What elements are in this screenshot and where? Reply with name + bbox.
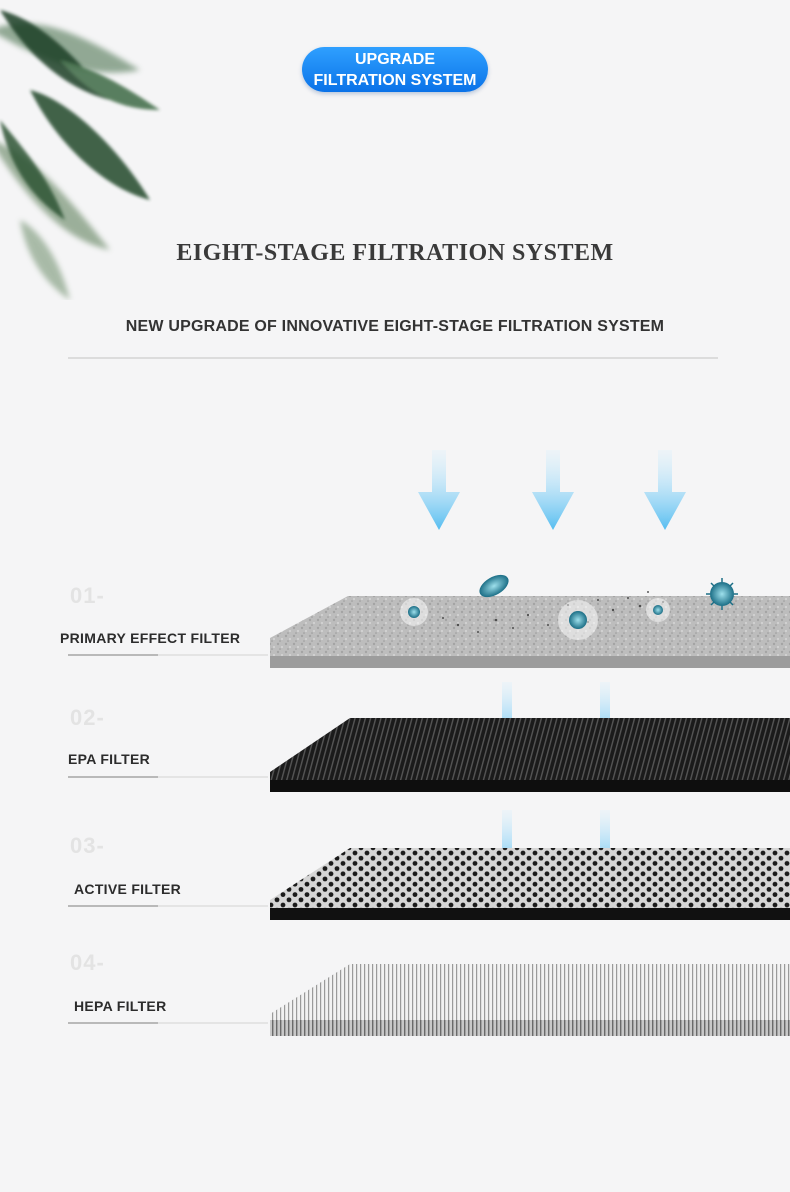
- filter-label-epa: EPA FILTER: [68, 751, 151, 767]
- airflow-arrows: [418, 450, 686, 530]
- filter-underline: [68, 654, 268, 656]
- filter-number-01: 01-: [70, 583, 105, 608]
- active-filter-layer: [268, 840, 790, 922]
- plant-leaves-image: [0, 10, 160, 300]
- page-subtitle: NEW UPGRADE OF INNOVATIVE EIGHT-STAGE FI…: [125, 318, 665, 335]
- filter-underline: [68, 1022, 268, 1024]
- divider: [68, 357, 718, 359]
- filter-underline: [68, 776, 268, 778]
- filter-number-03: 03-: [70, 833, 105, 858]
- badge-line-2: FILTRATION SYSTEM: [313, 71, 477, 89]
- filter-label-primary: PRIMARY EFFECT FILTER: [60, 630, 241, 646]
- filter-label-hepa: HEPA FILTER: [74, 998, 167, 1014]
- page-title: EIGHT-STAGE FILTRATION SYSTEM: [176, 240, 614, 266]
- upgrade-badge: UPGRADE FILTRATION SYSTEM: [302, 47, 488, 92]
- down-arrow-icon: [532, 450, 574, 530]
- filter-underline: [68, 905, 268, 907]
- filter-number-02: 02-: [70, 705, 105, 730]
- badge-line-1: UPGRADE: [354, 50, 435, 68]
- down-arrow-icon: [418, 450, 460, 530]
- epa-filter-layer: [268, 712, 790, 794]
- filter-label-active: ACTIVE FILTER: [74, 881, 182, 897]
- filter-number-04: 04-: [70, 950, 105, 975]
- hepa-filter-layer: [268, 958, 790, 1038]
- primary-filter-layer: [268, 570, 790, 670]
- down-arrow-icon: [644, 450, 686, 530]
